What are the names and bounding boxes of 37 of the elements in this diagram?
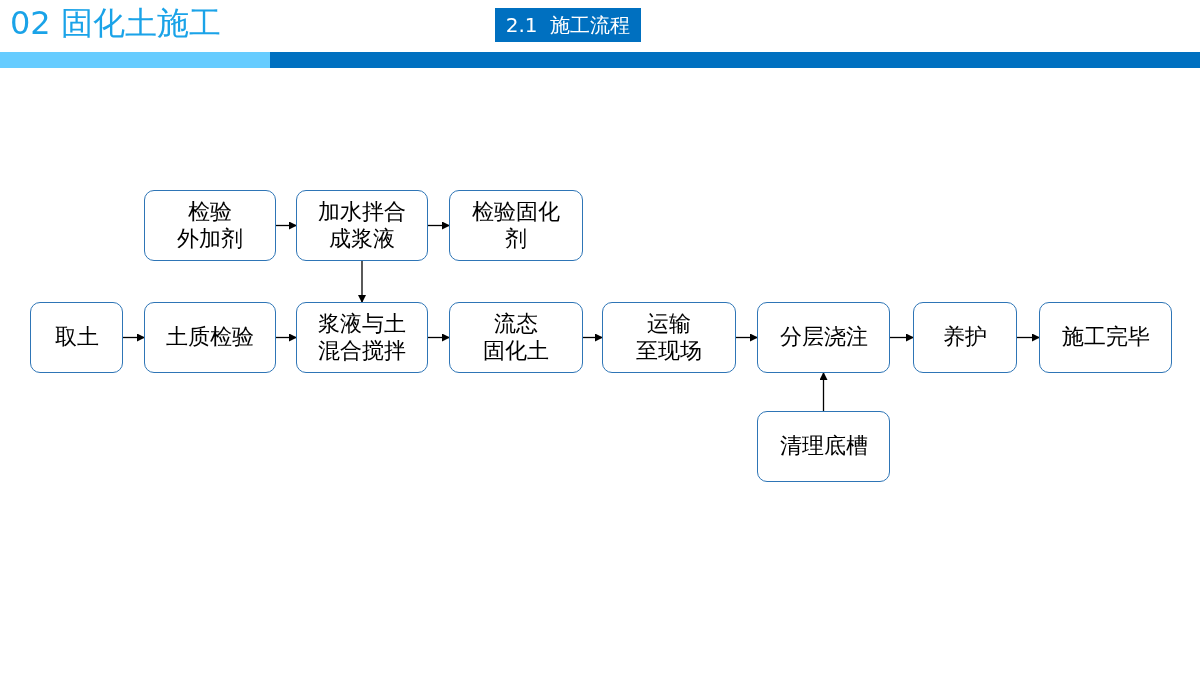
node-text: 取土 [54, 324, 99, 351]
section-tag: 2.1 施工流程 [495, 8, 641, 42]
arrow [819, 372, 828, 412]
process-box [757, 411, 890, 482]
node-text: 检验固化剂 [472, 199, 560, 252]
arrow [889, 333, 914, 342]
process-box [449, 190, 583, 261]
node-text: 浆液与土混合搅拌 [318, 311, 406, 364]
process-box [296, 190, 428, 261]
node-text: 养护 [943, 324, 987, 351]
process-box [30, 302, 123, 373]
node-text: 土质检验 [166, 324, 254, 351]
node-text: 清理底槽 [779, 433, 868, 460]
arrow [427, 333, 450, 342]
process-box [913, 302, 1017, 373]
node-text: 分层浇注 [779, 324, 868, 351]
process-box [144, 190, 276, 261]
process-box [144, 302, 276, 373]
node-text: 施工完毕 [1061, 324, 1150, 351]
process-box [757, 302, 890, 373]
arrow [1016, 333, 1040, 342]
page-title: 02 固化土施工 [10, 3, 221, 44]
arrow [275, 221, 297, 230]
node-text: 加水拌合成浆液 [318, 199, 406, 252]
node-text: 流态固化土 [483, 311, 549, 364]
arrow [735, 333, 758, 342]
process-box [449, 302, 583, 373]
process-box [602, 302, 736, 373]
node-text: 运输至现场 [636, 311, 702, 364]
process-box [1039, 302, 1172, 373]
arrow [358, 260, 366, 303]
node-text: 检验外加剂 [177, 199, 243, 252]
arrow [275, 333, 297, 342]
process-box [296, 302, 428, 373]
arrow [582, 333, 603, 342]
arrow [122, 333, 145, 342]
arrow [427, 221, 450, 230]
